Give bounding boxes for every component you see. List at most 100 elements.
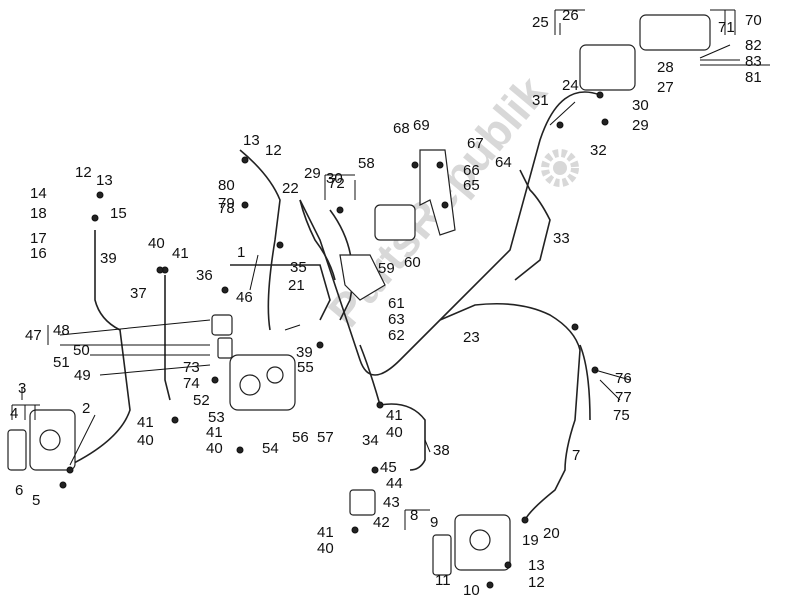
label-62: 62	[388, 327, 405, 344]
label-17: 17	[30, 230, 47, 247]
label-61: 61	[388, 295, 405, 312]
group-brackets	[24, 9, 736, 530]
label-33: 33	[553, 230, 570, 247]
label-18: 18	[30, 205, 47, 222]
label-31: 31	[532, 92, 549, 109]
label-40-bottom: 40	[317, 540, 334, 557]
label-55: 55	[297, 359, 314, 376]
label-40-center: 40	[386, 424, 403, 441]
label-14: 14	[30, 185, 47, 202]
reservoir	[211, 314, 233, 359]
label-40-left: 40	[137, 432, 154, 449]
label-21: 21	[288, 277, 305, 294]
label-69: 69	[413, 117, 430, 134]
label-12-left: 12	[75, 164, 92, 181]
distribution-valve	[349, 489, 376, 516]
label-70: 70	[745, 12, 762, 29]
label-63: 63	[388, 311, 405, 328]
label-13-top: 13	[243, 132, 260, 149]
label-28: 28	[657, 59, 674, 76]
label-78: 78	[218, 200, 235, 217]
label-4: 4	[10, 405, 18, 422]
label-36: 36	[196, 267, 213, 284]
part-labels: 1 2 3 4 5 6 7 8 9 10 11 12 13 14 15 16 1…	[10, 7, 762, 599]
label-48: 48	[53, 322, 70, 339]
label-72: 72	[328, 175, 345, 192]
label-19: 19	[522, 532, 539, 549]
label-34: 34	[362, 432, 379, 449]
label-65: 65	[463, 177, 480, 194]
label-13: 13	[528, 557, 545, 574]
label-9: 9	[430, 514, 438, 531]
label-58: 58	[358, 155, 375, 172]
label-83: 83	[745, 53, 762, 70]
label-29-mid: 29	[304, 165, 321, 182]
label-80: 80	[218, 177, 235, 194]
label-25: 25	[532, 14, 549, 31]
label-39a: 39	[100, 250, 117, 267]
leader-lines	[11, 10, 770, 466]
label-41-center: 41	[386, 407, 403, 424]
label-56: 56	[292, 429, 309, 446]
label-23: 23	[463, 329, 480, 346]
label-73: 73	[183, 359, 200, 376]
label-43: 43	[383, 494, 400, 511]
label-26: 26	[562, 7, 579, 24]
label-60: 60	[404, 254, 421, 271]
label-7: 7	[572, 447, 580, 464]
gear-icon	[541, 149, 579, 187]
label-13-left: 13	[96, 172, 113, 189]
label-11: 11	[435, 572, 451, 589]
label-81: 81	[745, 69, 762, 86]
label-12-top: 12	[265, 142, 282, 159]
label-2: 2	[82, 400, 90, 417]
label-51: 51	[53, 354, 70, 371]
label-6: 6	[15, 482, 23, 499]
label-41a: 41	[172, 245, 189, 262]
label-68: 68	[393, 120, 410, 137]
label-46: 46	[236, 289, 253, 306]
label-57: 57	[317, 429, 334, 446]
label-24: 24	[562, 77, 579, 94]
label-75: 75	[613, 407, 630, 424]
label-53: 53	[208, 409, 225, 426]
label-8: 8	[410, 507, 418, 524]
label-54: 54	[262, 440, 279, 457]
label-32: 32	[590, 142, 607, 159]
label-42: 42	[373, 514, 390, 531]
label-15: 15	[110, 205, 127, 222]
label-30: 30	[632, 97, 649, 114]
label-64: 64	[495, 154, 512, 171]
label-12: 12	[528, 574, 545, 591]
label-38: 38	[433, 442, 450, 459]
label-39-mid: 39	[296, 344, 313, 361]
label-27: 27	[657, 79, 674, 96]
label-1: 1	[237, 244, 245, 261]
label-52: 52	[193, 392, 210, 409]
label-3: 3	[18, 380, 26, 397]
label-71: 71	[718, 19, 735, 36]
left-front-caliper	[7, 409, 76, 471]
label-22: 22	[282, 180, 299, 197]
sensor-bracket	[339, 254, 386, 301]
label-44: 44	[386, 475, 403, 492]
label-41-left: 41	[137, 414, 154, 431]
label-40a: 40	[148, 235, 165, 252]
label-41-mid: 41	[206, 424, 223, 441]
label-40-mid: 40	[206, 440, 223, 457]
abs-modulator	[229, 354, 296, 411]
label-49: 49	[74, 367, 91, 384]
label-47: 47	[25, 327, 42, 344]
label-66: 66	[463, 162, 480, 179]
label-79: 79	[218, 195, 235, 212]
label-16: 16	[30, 245, 47, 262]
label-67: 67	[467, 135, 484, 152]
label-37: 37	[130, 285, 147, 302]
label-50: 50	[73, 342, 90, 359]
label-41-bottom: 41	[317, 524, 334, 541]
label-59: 59	[378, 260, 395, 277]
label-5: 5	[32, 492, 40, 509]
label-77: 77	[615, 389, 632, 406]
label-45: 45	[380, 459, 397, 476]
label-35: 35	[290, 259, 307, 276]
